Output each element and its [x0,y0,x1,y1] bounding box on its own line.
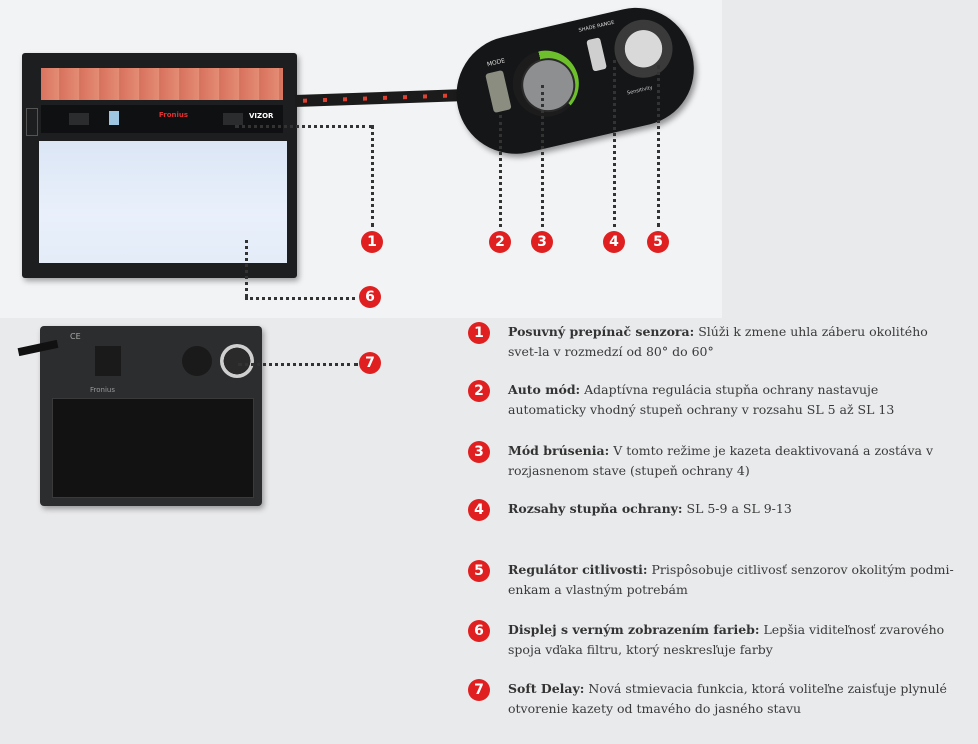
rear-knob-left [182,346,212,376]
legend-description: Lepšia viditeľnosť zvarového spoja vďaka… [508,622,945,657]
legend-number: 4 [468,499,490,521]
leader-7 [238,363,358,366]
rear-connector [95,346,121,376]
brand-logo: Fronius [158,111,189,119]
shade-range-switch[interactable] [586,37,608,72]
legend-text: Auto mód: Adaptívna regulácia stupňa och… [468,380,958,420]
soft-delay-knob[interactable] [220,344,254,378]
callout-1: 1 [361,231,383,253]
legend-description: Nová stmievacia funkcia, ktorá voliteľne… [508,681,947,716]
callout-3: 3 [531,231,553,253]
legend-description: SL 5-9 a SL 9-13 [686,501,792,516]
mode-label: MODE [486,57,506,69]
legend-text: Mód brúsenia: V tomto režime je kazeta d… [468,441,958,481]
legend-text: Soft Delay: Nová stmievacia funkcia, kto… [468,679,958,719]
leader-1-horizontal [235,125,373,128]
cassette-front: Fronius VIZOR [22,53,297,278]
legend-text: Posuvný prepínač senzora: Slúži k zmene … [468,322,958,362]
solar-panel [41,68,283,100]
legend-description: Prispôsobuje citlivosť senzorov okolitým… [508,562,954,597]
legend-item-2: 2 Auto mód: Adaptívna regulácia stupňa o… [468,380,958,420]
legend-number: 6 [468,620,490,642]
legend-item-3: 3 Mód brúsenia: V tomto režime je kazeta… [468,441,958,481]
callout-4: 4 [603,231,625,253]
sensor-bar: Fronius VIZOR [41,105,283,133]
legend-title: Auto mód: [508,382,581,397]
sensitivity-label: Sensitivity [626,84,654,97]
rear-filter-window [52,398,254,498]
legend-item-4: 4 Rozsahy stupňa ochrany: SL 5-9 a SL 9-… [468,499,958,521]
callout-2: 2 [489,231,511,253]
legend-title: Mód brúsenia: [508,443,610,458]
color-display [39,141,287,263]
sensor-window [109,111,119,125]
legend-number: 5 [468,560,490,582]
legend-text: Displej s verným zobrazením farieb: Lepš… [468,620,958,660]
leader-5 [657,65,660,227]
legend-number: 2 [468,380,490,402]
legend-description: Slúži k zmene uhla záberu okolitého svet… [508,324,928,359]
legend-title: Soft Delay: [508,681,585,696]
callout-7: 7 [359,352,381,374]
leader-3 [541,85,544,227]
legend-description: Adaptívna regulácia stupňa ochrany nasta… [508,382,895,417]
legend-item-5: 5 Regulátor citlivosti: Prispôsobuje cit… [468,560,958,600]
sensor-left [69,113,89,125]
callout-6: 6 [359,286,381,308]
legend-number: 1 [468,322,490,344]
sensor-right [223,113,243,125]
legend-item-7: 7 Soft Delay: Nová stmievacia funkcia, k… [468,679,958,719]
shade-range-label: SHADE RANGE [578,19,615,34]
brand-plate: Fronius [151,111,196,129]
leader-2 [499,115,502,227]
legend-title: Rozsahy stupňa ochrany: [508,501,683,516]
ce-mark: CE [70,332,81,341]
legend-title: Posuvný prepínač senzora: [508,324,695,339]
legend-item-1: 1 Posuvný prepínač senzora: Slúži k zmen… [468,322,958,362]
legend-title: Displej s verným zobrazením farieb: [508,622,760,637]
sensitivity-knob[interactable] [608,13,679,84]
leader-1-vertical [371,125,374,227]
side-indicator [26,108,38,136]
legend-number: 3 [468,441,490,463]
legend-text: Regulátor citlivosti: Prispôsobuje citli… [468,560,958,600]
rear-brand: Fronius [90,386,115,394]
model-label: VIZOR [249,112,274,120]
sensor-slide-switch[interactable] [485,69,512,114]
legend-description: V tomto režime je kazeta deaktivovaná a … [508,443,934,478]
leader-6-vertical [245,240,248,297]
rear-cable [17,339,59,357]
callout-5: 5 [647,231,669,253]
legend-item-6: 6 Displej s verným zobrazením farieb: Le… [468,620,958,660]
legend-title: Regulátor citlivosti: [508,562,648,577]
legend-number: 7 [468,679,490,701]
legend-text: Rozsahy stupňa ochrany: SL 5-9 a SL 9-13 [468,499,958,519]
cassette-back: CE Fronius [17,326,262,506]
leader-6-horizontal [245,297,355,300]
leader-4 [613,60,616,227]
